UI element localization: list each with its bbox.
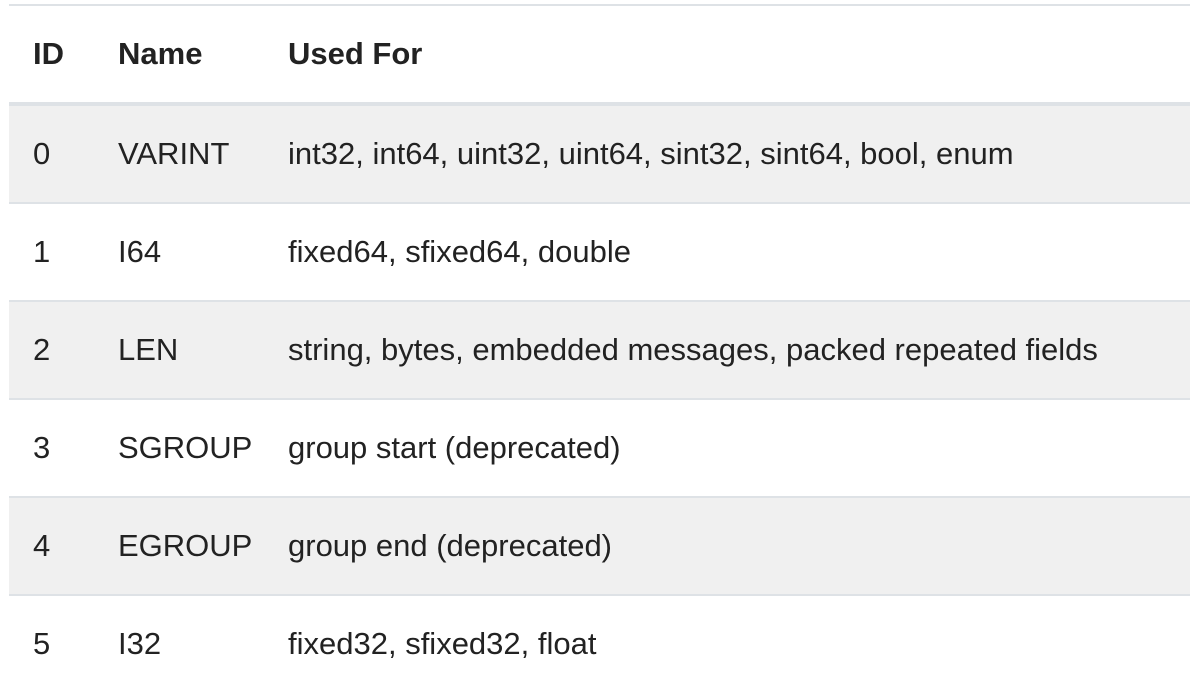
cell-used-for: int32, int64, uint32, uint64, sint32, si… [264,103,1190,203]
header-row: ID Name Used For [9,4,1190,106]
wire-types-table: ID Name Used For 0 VARINT int32, int64, … [9,4,1190,692]
table-row: 1 I64 fixed64, sfixed64, double [9,202,1190,301]
cell-used-for: fixed32, sfixed32, float [264,594,1190,692]
cell-id: 3 [9,398,94,497]
table-row: 4 EGROUP group end (deprecated) [9,496,1190,595]
cell-id: 5 [9,594,94,692]
cell-name: I32 [94,594,264,692]
column-header-used-for: Used For [264,4,1190,106]
cell-name: I64 [94,202,264,301]
column-header-id: ID [9,4,94,106]
cell-id: 1 [9,202,94,301]
column-header-name: Name [94,4,264,106]
cell-id: 4 [9,496,94,595]
table-row: 0 VARINT int32, int64, uint32, uint64, s… [9,103,1190,203]
cell-name: EGROUP [94,496,264,595]
cell-name: LEN [94,300,264,399]
cell-used-for: group end (deprecated) [264,496,1190,595]
table-row: 2 LEN string, bytes, embedded messages, … [9,300,1190,399]
cell-used-for: fixed64, sfixed64, double [264,202,1190,301]
table-row: 5 I32 fixed32, sfixed32, float [9,594,1190,692]
cell-name: SGROUP [94,398,264,497]
cell-name: VARINT [94,103,264,203]
cell-id: 2 [9,300,94,399]
cell-used-for: group start (deprecated) [264,398,1190,497]
cell-id: 0 [9,103,94,203]
table-row: 3 SGROUP group start (deprecated) [9,398,1190,497]
cell-used-for: string, bytes, embedded messages, packed… [264,300,1190,399]
